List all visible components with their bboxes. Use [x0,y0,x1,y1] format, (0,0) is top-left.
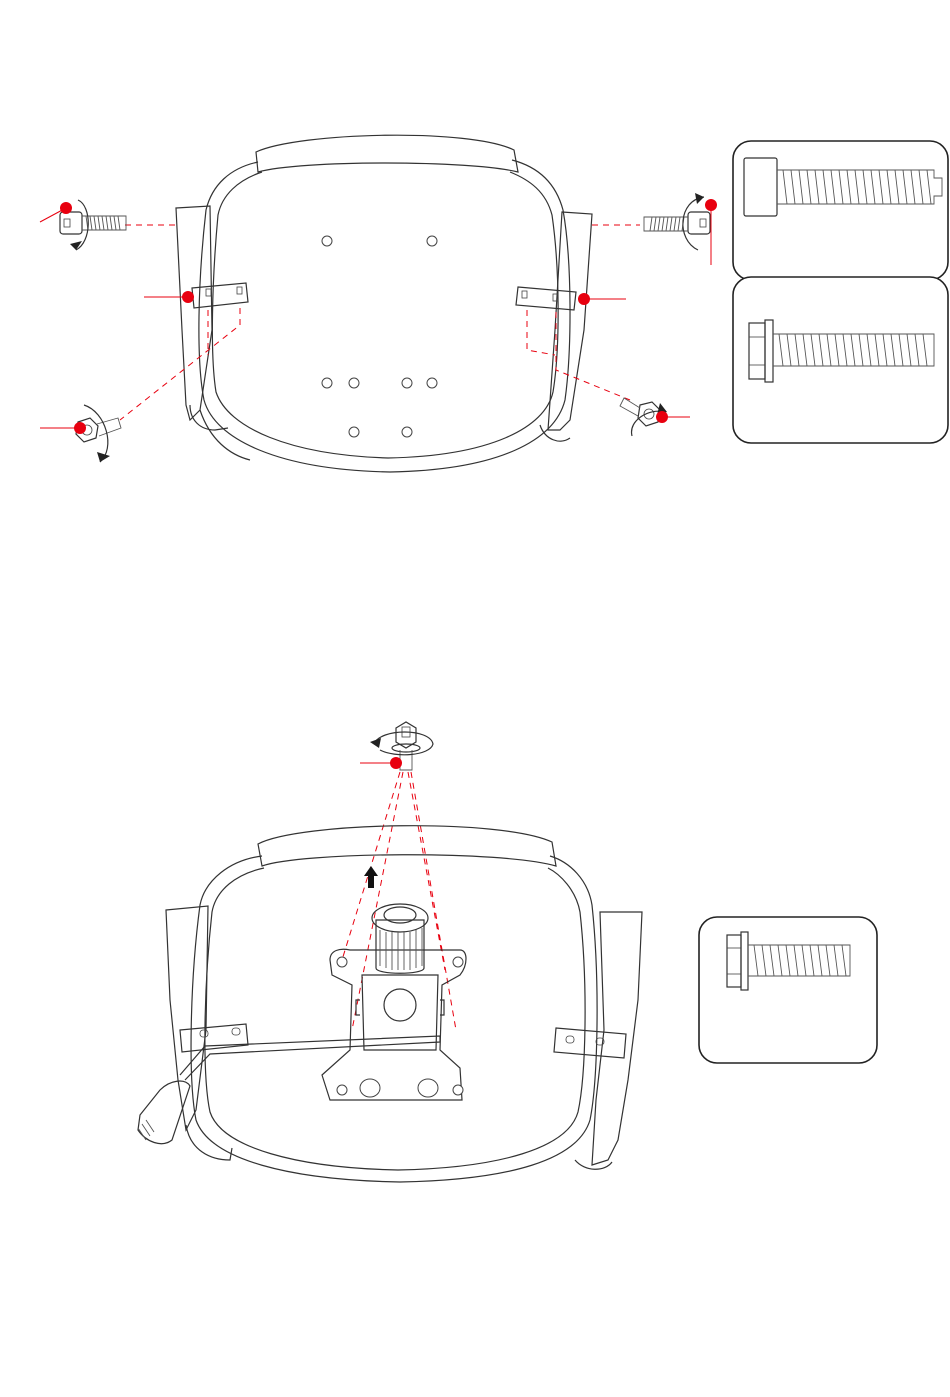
up-arrow-icon [364,866,378,888]
part-card-flange-hex-bolt-2 [699,917,877,1063]
seat-shell-2 [191,826,597,1182]
mechanism-bolt [360,722,433,770]
mechanism-guides [342,772,456,1030]
callout-dot-icon [390,757,402,769]
right-bracket-2 [554,1028,626,1058]
left-bracket-2 [180,1024,248,1052]
tilt-mechanism [322,904,466,1100]
left-armrest-side-2 [166,906,232,1160]
